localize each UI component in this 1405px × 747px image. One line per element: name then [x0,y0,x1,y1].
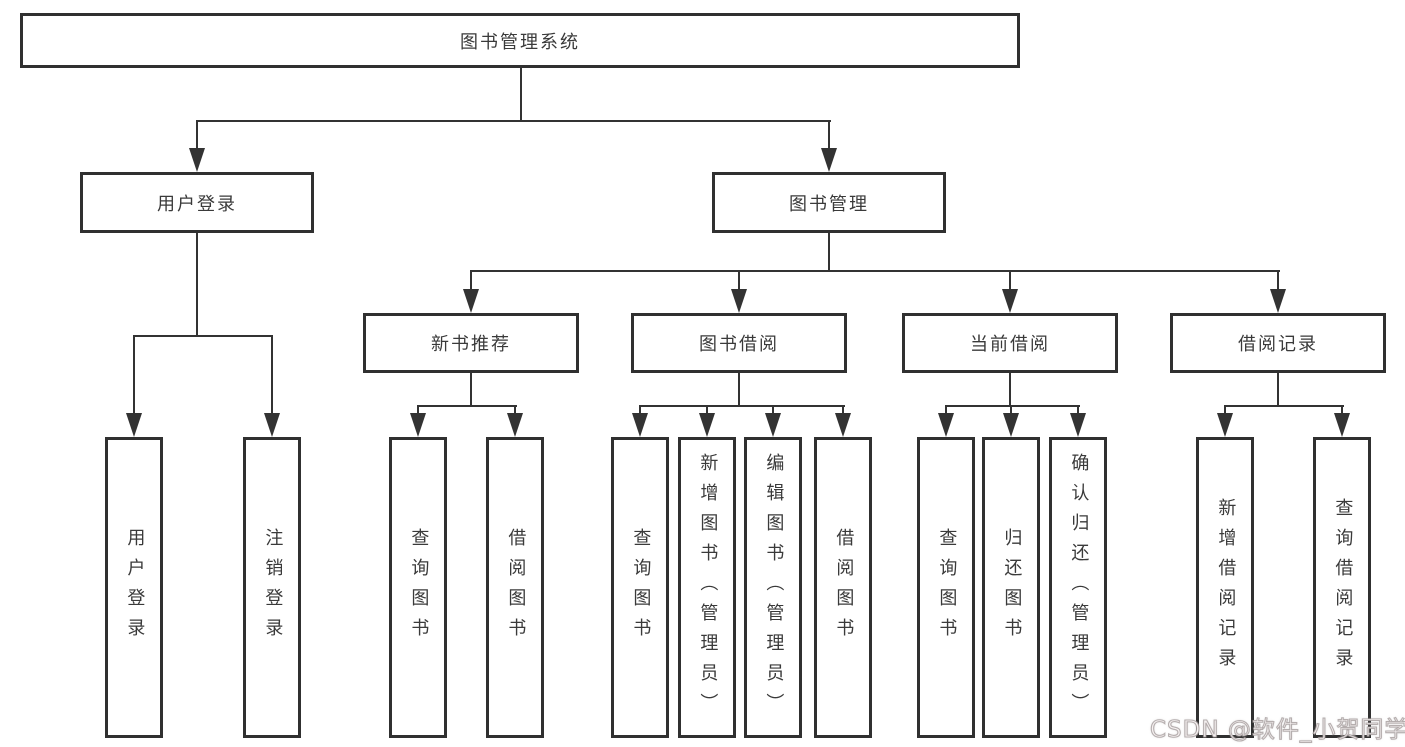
leaf-label: 新增借阅记录 [1215,497,1237,678]
arrow-down-icon [765,413,781,437]
arrow-down-icon [189,148,205,172]
leaf-current-query-books: 查询图书 [917,437,975,738]
arrow-down-icon [264,413,280,437]
node-new-book-recommendation: 新书推荐 [363,313,579,373]
connector-borrowing-stem [738,373,740,407]
connector-arrow-stem [772,405,774,413]
node-label: 用户登录 [157,193,237,215]
connector-borrowing-rail [639,405,845,407]
leaf-label: 归还图书 [1001,527,1023,648]
arrow-down-icon [1003,413,1019,437]
leaf-label: 确认归还（管理员） [1068,452,1090,723]
arrow-down-icon [731,289,747,313]
arrow-down-icon [410,413,426,437]
arrow-down-icon [1002,289,1018,313]
leaf-label: 用户登录 [124,527,146,648]
leaf-borrow-edit-books-admin: 编辑图书（管理员） [744,437,802,738]
node-label: 借阅记录 [1238,334,1318,355]
connector-bookmgmt-rail [470,270,1280,272]
node-book-borrowing: 图书借阅 [631,313,847,373]
node-label: 新书推荐 [431,334,511,355]
arrow-down-icon [1070,413,1086,437]
arrow-down-icon [463,289,479,313]
node-label: 当前借阅 [970,334,1050,355]
leaf-label: 注销登录 [262,527,284,648]
connector-arrow-stem [1224,405,1226,413]
connector-arrow-stem [417,405,419,413]
leaf-label: 编辑图书（管理员） [763,452,785,723]
connector-arrow-stem [706,405,708,413]
connector-level1-rail [196,120,831,122]
connector-arrow-stem [470,270,472,289]
arrow-down-icon [938,413,954,437]
connector-current-rail [945,405,1080,407]
arrow-down-icon [1334,413,1350,437]
leaf-label: 查询图书 [936,527,958,648]
connector-current-stem [1009,373,1011,407]
leaf-user-login: 用户登录 [105,437,163,738]
node-root: 图书管理系统 [20,13,1020,68]
node-book-mgmt-branch: 图书管理 [712,172,946,233]
leaf-label: 查询借阅记录 [1332,497,1354,678]
arrow-down-icon [507,413,523,437]
connector-arrow-stem [639,405,641,413]
arrow-down-icon [835,413,851,437]
csdn-watermark: CSDN @软件_小贺同学 [1149,716,1405,743]
arrow-down-icon [1270,289,1286,313]
leaf-label: 查询图书 [408,527,430,648]
leaf-label: 查询图书 [630,527,652,648]
connector-arrow-stem [1077,405,1079,413]
connector-arrow-stem [828,120,830,148]
connector-bookmgmt-stem [828,233,830,272]
connector-userlogin-rail [133,335,273,337]
arrow-down-icon [632,413,648,437]
connector-newrec-stem [470,373,472,407]
leaf-records-query-record: 查询借阅记录 [1313,437,1371,738]
leaf-current-return-books: 归还图书 [982,437,1040,738]
leaf-rec-borrow-books: 借阅图书 [486,437,544,738]
connector-arrow-stem [842,405,844,413]
connector-arrow-stem [1277,270,1279,289]
connector-arrow-stem [271,335,273,413]
arrow-down-icon [126,413,142,437]
node-label: 图书借阅 [699,334,779,355]
connector-records-stem [1277,373,1279,407]
leaf-borrow-add-books-admin: 新增图书（管理员） [678,437,736,738]
connector-arrow-stem [133,335,135,413]
leaf-rec-query-books: 查询图书 [389,437,447,738]
leaf-label: 借阅图书 [505,527,527,648]
connector-arrow-stem [196,120,198,148]
leaf-label: 借阅图书 [833,527,855,648]
node-label: 图书管理 [789,193,869,215]
connector-records-rail [1224,405,1344,407]
node-current-borrowing: 当前借阅 [902,313,1118,373]
leaf-current-confirm-return-admin: 确认归还（管理员） [1049,437,1107,738]
connector-arrow-stem [1341,405,1343,413]
node-borrowing-records: 借阅记录 [1170,313,1386,373]
leaf-borrow-query-books: 查询图书 [611,437,669,738]
node-root-label: 图书管理系统 [460,31,580,53]
leaf-logout: 注销登录 [243,437,301,738]
connector-arrow-stem [1009,270,1011,289]
arrow-down-icon [699,413,715,437]
connector-arrow-stem [514,405,516,413]
leaf-label: 新增图书（管理员） [697,452,719,723]
connector-arrow-stem [1010,405,1012,413]
leaf-borrow-borrow-books: 借阅图书 [814,437,872,738]
connector-userlogin-stem [196,233,198,337]
connector-arrow-stem [945,405,947,413]
arrow-down-icon [821,148,837,172]
connector-newrec-rail [417,405,517,407]
node-user-login-branch: 用户登录 [80,172,314,233]
connector-root-stem [520,68,522,122]
connector-arrow-stem [738,270,740,289]
leaf-records-add-record: 新增借阅记录 [1196,437,1254,738]
arrow-down-icon [1217,413,1233,437]
